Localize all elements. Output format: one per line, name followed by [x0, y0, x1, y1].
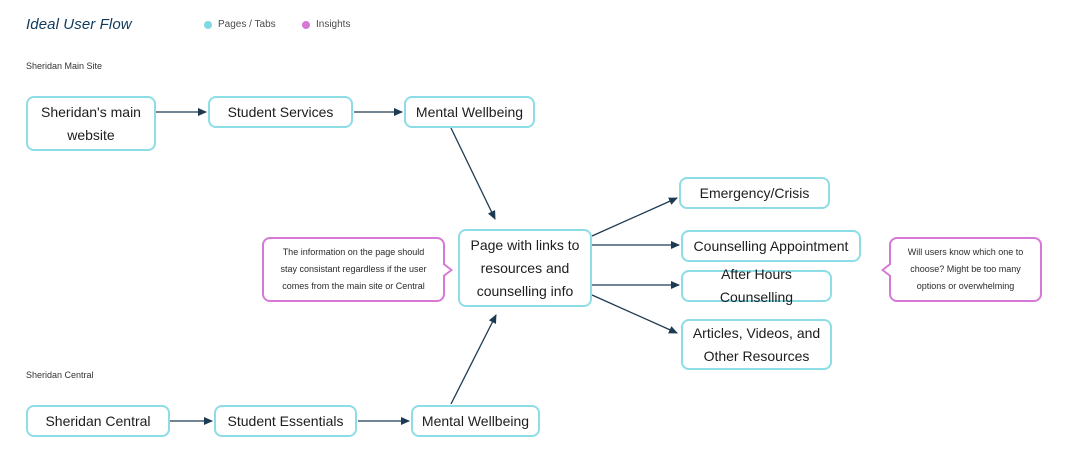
insight-left-line-2: stay consistant regardless if the user	[280, 264, 427, 274]
node-main-website-line-2: website	[67, 126, 115, 143]
node-mental-wellbeing-bottom[interactable]: Mental Wellbeing	[411, 405, 540, 437]
insights-legend-dot-icon	[302, 20, 310, 29]
node-student-essentials[interactable]: Student Essentials	[214, 405, 357, 437]
legend-label-insights: Insights	[316, 19, 351, 30]
node-sheridan-central[interactable]: Sheridan Central	[26, 405, 170, 437]
node-student-services-label: Student Services	[227, 103, 334, 120]
legend-item-pages: Pages / Tabs	[204, 19, 276, 30]
node-main-website-line-1: Sheridan's main	[41, 103, 141, 120]
node-articles-line-1: Articles, Videos, and	[692, 324, 821, 341]
arrow-hub-to-emergency	[591, 197, 678, 237]
pages-legend-dot-icon	[204, 20, 212, 29]
insight-right-line-2: choose? Might be too many	[910, 264, 1021, 274]
node-sheridan-central-label: Sheridan Central	[45, 412, 151, 429]
node-after-hours-counselling-label: After Hours Counselling	[719, 266, 794, 305]
insight-choice-overload-note: Will users know which one to choose? Mig…	[889, 237, 1042, 302]
node-hub-line-3: counselling info	[476, 282, 574, 299]
node-counselling-appointment[interactable]: Counselling Appointment	[681, 230, 861, 262]
arrow-wellbeing-to-hub	[450, 127, 496, 220]
legend-item-insights: Insights	[302, 19, 350, 30]
node-emergency-crisis-label: Emergency/Crisis	[699, 184, 810, 201]
node-main-website[interactable]: Sheridan's main website	[26, 96, 156, 151]
insight-left-line-1: The information on the page should	[282, 247, 425, 257]
legend-label-pages: Pages / Tabs	[218, 19, 276, 30]
node-emergency-crisis[interactable]: Emergency/Crisis	[679, 177, 830, 209]
node-mental-wellbeing-top-label: Mental Wellbeing	[415, 103, 524, 120]
node-mental-wellbeing-bottom-label: Mental Wellbeing	[421, 412, 530, 429]
arrow-wellbeing-to-hub-bottom	[450, 314, 497, 405]
node-mental-wellbeing-top[interactable]: Mental Wellbeing	[404, 96, 535, 128]
section-label-central: Sheridan Central	[26, 370, 94, 380]
insight-left-line-3: comes from the main site or Central	[282, 281, 425, 291]
node-after-hours-counselling[interactable]: After Hours Counselling	[681, 266, 832, 305]
arrow-hub-to-articles	[591, 294, 678, 334]
node-counselling-appointment-label: Counselling Appointment	[693, 237, 849, 254]
insight-consistency-note: The information on the page should stay …	[262, 237, 445, 302]
node-student-services[interactable]: Student Services	[208, 96, 353, 128]
node-articles-line-2: Other Resources	[703, 347, 810, 364]
insight-right-line-1: Will users know which one to	[907, 247, 1024, 257]
node-articles-videos-resources[interactable]: Articles, Videos, and Other Resources	[681, 319, 832, 370]
node-hub-page[interactable]: Page with links to resources and counsel…	[458, 229, 592, 307]
node-hub-line-1: Page with links to	[470, 236, 580, 253]
node-hub-line-2: resources and	[480, 259, 570, 276]
diagram-title: Ideal User Flow	[26, 16, 132, 33]
insight-right-line-3: options or overwhelming	[916, 281, 1015, 291]
node-student-essentials-label: Student Essentials	[227, 412, 344, 429]
section-label-main-site: Sheridan Main Site	[26, 61, 103, 71]
